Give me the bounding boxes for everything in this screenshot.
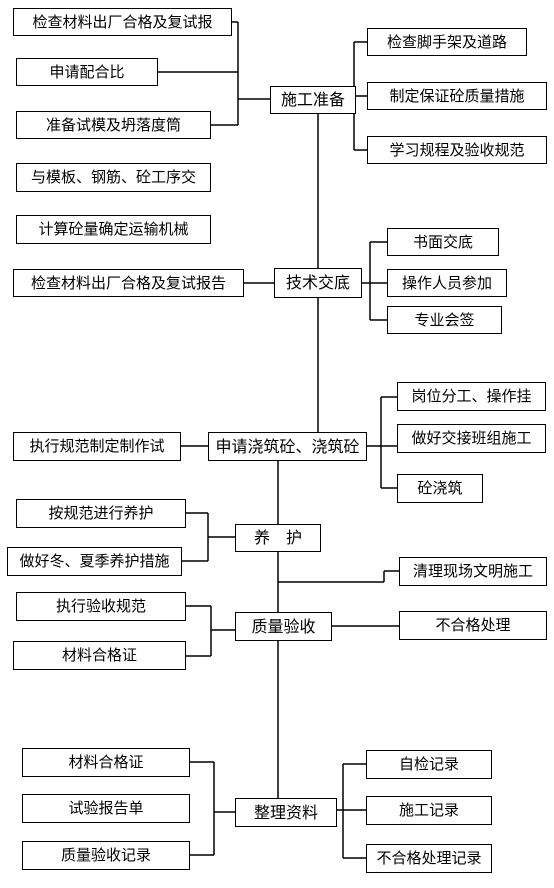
node-doc-construction-record: 施工记录 (366, 796, 492, 825)
node-doc-self-inspection: 自检记录 (366, 750, 492, 779)
node-doc-test-report: 试验报告单 (22, 794, 190, 823)
node-study-regulations: 学习规程及验收规范 (367, 136, 547, 164)
node-make-test-specimens: 执行规范制定制作试 (13, 432, 181, 461)
node-clean-site: 清理现场文明施工 (399, 557, 547, 586)
node-job-assignment: 岗位分工、操作挂 (397, 382, 546, 411)
node-written-briefing: 书面交底 (387, 228, 499, 256)
node-handover-formwork-rebar: 与模板、钢筋、砼工序交 (16, 163, 211, 192)
node-professional-signoff: 专业会签 (387, 306, 502, 334)
node-check-material-report-full: 检查材料出厂合格及复试报告 (13, 269, 244, 297)
step-organize-documents: 整理资料 (235, 798, 337, 827)
node-shift-handover: 做好交接班组施工 (397, 424, 546, 453)
node-doc-acceptance-record: 质量验收记录 (22, 841, 190, 870)
node-operators-attend: 操作人员参加 (387, 269, 507, 297)
node-quality-measures: 制定保证砼质量措施 (367, 82, 547, 110)
node-concrete-pouring: 砼浇筑 (397, 474, 483, 503)
node-cure-per-spec: 按规范进行养护 (16, 499, 186, 528)
node-prepare-test-molds: 准备试模及坍落度筒 (16, 111, 211, 139)
node-seasonal-curing: 做好冬、夏季养护措施 (7, 547, 182, 576)
node-check-material-report: 检查材料出厂合格及复试报 (13, 8, 232, 36)
step-apply-pour-concrete: 申请浇筑砼、浇筑砼 (208, 432, 367, 461)
node-follow-acceptance-spec: 执行验收规范 (16, 592, 186, 621)
step-construction-prep: 施工准备 (270, 86, 356, 114)
node-material-certificate: 材料合格证 (13, 641, 186, 670)
node-apply-mix-ratio: 申请配合比 (16, 58, 158, 86)
node-doc-material-certificate: 材料合格证 (22, 748, 190, 777)
step-technical-briefing: 技术交底 (274, 268, 362, 298)
node-nonconformance: 不合格处理 (399, 611, 547, 640)
node-doc-nonconformance-record: 不合格处理记录 (366, 844, 492, 873)
node-check-scaffold-road: 检查脚手架及道路 (367, 28, 527, 56)
node-calc-concrete-volume: 计算砼量确定运输机械 (16, 215, 211, 244)
step-curing: 养 护 (235, 524, 321, 552)
step-quality-acceptance: 质量验收 (235, 612, 332, 641)
